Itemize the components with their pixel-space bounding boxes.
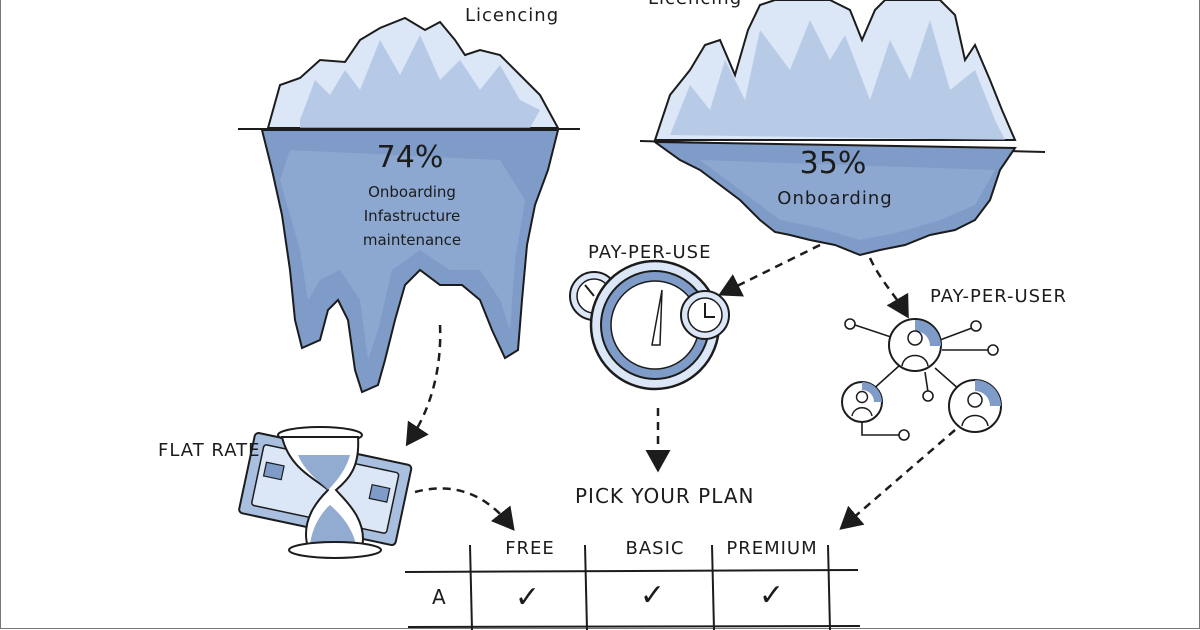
arrow-users-to-plan: [839, 429, 956, 530]
user-avatar-icon: [841, 381, 883, 423]
plan-column-premium: PREMIUM: [726, 538, 818, 559]
right-iceberg-percent: 35%: [799, 146, 867, 181]
left-iceberg-line-1: Onboarding: [368, 183, 456, 201]
plan-table-grid: [404, 544, 861, 630]
arrow-right-iceberg-to-pay-per-user: [868, 257, 909, 319]
left-iceberg-percent: 74%: [376, 140, 444, 175]
left-iceberg: [238, 16, 580, 394]
plan-column-basic: BASIC: [625, 538, 685, 559]
plan-title: PICK YOUR PLAN: [575, 484, 755, 508]
left-iceberg-shade: [300, 35, 540, 128]
plan-check-premium: ✓: [758, 578, 786, 613]
left-iceberg-line-2: Infastructure: [363, 207, 461, 225]
plan-check-free: ✓: [514, 580, 542, 615]
right-iceberg: [639, 0, 1046, 257]
flat-rate-illustration: [238, 426, 413, 559]
user-avatar-icon: [948, 379, 1002, 433]
hourglass-icon: [277, 426, 382, 559]
plan-check-basic: ✓: [639, 578, 667, 613]
right-iceberg-line-1: Onboarding: [777, 188, 893, 209]
flat-rate-label: FLAT RATE: [158, 440, 261, 461]
plan-column-free: FREE: [505, 538, 555, 559]
left-iceberg-highlight: [280, 150, 525, 360]
right-iceberg-highlight: [700, 160, 995, 240]
user-avatar-icon: [888, 318, 942, 372]
pay-per-user-network: [844, 318, 999, 441]
pay-per-use-label: PAY-PER-USE: [588, 242, 712, 263]
right-iceberg-shade: [670, 20, 1005, 140]
pay-per-use-clock: [569, 259, 730, 391]
left-iceberg-line-3: maintenance: [362, 231, 462, 249]
arrow-flat-rate-to-plan: [414, 487, 515, 531]
right-iceberg-top-label: Licencing: [648, 0, 742, 9]
arrow-right-iceberg-to-pay-per-use: [718, 243, 821, 297]
arrow-left-iceberg-to-flat-rate: [405, 324, 442, 447]
pay-per-user-label: PAY-PER-USER: [930, 286, 1067, 307]
left-iceberg-top-label: Licencing: [465, 5, 560, 26]
plan-row-label: A: [432, 585, 447, 609]
